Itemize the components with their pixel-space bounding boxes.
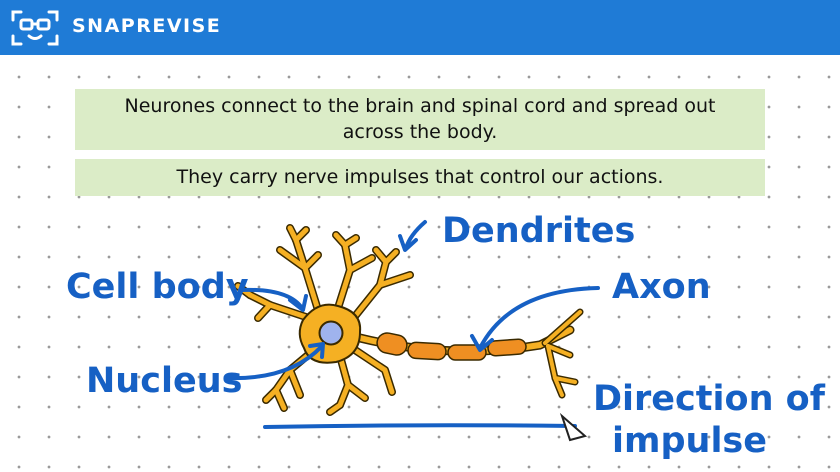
neuron-diagram: Dendrites Cell body Axon Nucleus Directi… bbox=[66, 211, 826, 461]
axon-arrow bbox=[478, 286, 600, 350]
impulse-label: impulse bbox=[612, 421, 767, 461]
neuron bbox=[234, 224, 584, 416]
nucleus bbox=[318, 320, 344, 346]
axon-label: Axon bbox=[612, 267, 711, 307]
intro-text: Neurones connect to the brain and spinal… bbox=[124, 95, 716, 143]
dendrites bbox=[234, 224, 414, 416]
dendrites-label: Dendrites bbox=[442, 211, 635, 251]
top-bar: SNAPREVISE bbox=[0, 0, 840, 55]
cell-body-label: Cell body bbox=[66, 267, 249, 307]
nucleus-arrow bbox=[226, 344, 324, 381]
impulse-arrow bbox=[263, 423, 577, 429]
brand-name: SNAPREVISE bbox=[72, 15, 222, 37]
nucleus-label: Nucleus bbox=[86, 361, 242, 401]
label-arrows bbox=[226, 220, 600, 429]
axon-terminals bbox=[541, 308, 584, 399]
direction-label: Direction of bbox=[593, 379, 826, 419]
impulse-text: They carry nerve impulses that control o… bbox=[176, 166, 664, 188]
glasses-face-icon bbox=[11, 10, 59, 46]
myelin-sheath bbox=[376, 332, 527, 361]
intro-text-box: Neurones connect to the brain and spinal… bbox=[75, 89, 765, 150]
impulse-text-box: They carry nerve impulses that control o… bbox=[75, 159, 765, 196]
arrowhead-icon bbox=[559, 412, 588, 442]
